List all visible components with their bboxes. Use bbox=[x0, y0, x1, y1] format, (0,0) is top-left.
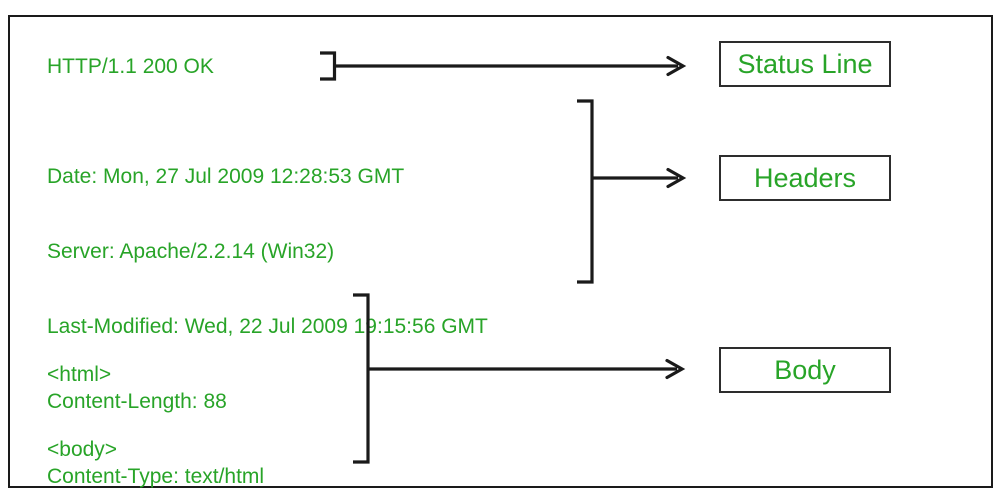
body-line-html-open: <html> bbox=[47, 363, 112, 386]
header-line-content-length: Content-Length: 88 bbox=[47, 390, 227, 413]
body-line-body-open: <body> bbox=[47, 438, 118, 461]
header-line-date: Date: Mon, 27 Jul 2009 12:28:53 GMT bbox=[47, 165, 405, 188]
headers-label: Headers bbox=[753, 162, 857, 193]
status-line-text: HTTP/1.1 200 OK bbox=[47, 55, 214, 78]
header-line-last-modified: Last-Modified: Wed, 22 Jul 2009 19:15:56… bbox=[47, 315, 488, 338]
body-label-box: Body bbox=[719, 347, 891, 393]
diagram-border bbox=[8, 15, 993, 488]
status-line-label: Status Line bbox=[737, 48, 873, 79]
header-line-content-type: Content-Type: text/html bbox=[47, 465, 265, 488]
header-line-server: Server: Apache/2.2.14 (Win32) bbox=[47, 240, 335, 263]
body-label: Body bbox=[774, 354, 836, 385]
headers-label-box: Headers bbox=[719, 155, 891, 201]
body-text-block: <html> <body> <h1>Hello, World!</h1> </b… bbox=[47, 312, 268, 499]
status-line-label-box: Status Line bbox=[719, 41, 891, 87]
headers-text-block: Date: Mon, 27 Jul 2009 12:28:53 GMT Serv… bbox=[47, 114, 488, 499]
